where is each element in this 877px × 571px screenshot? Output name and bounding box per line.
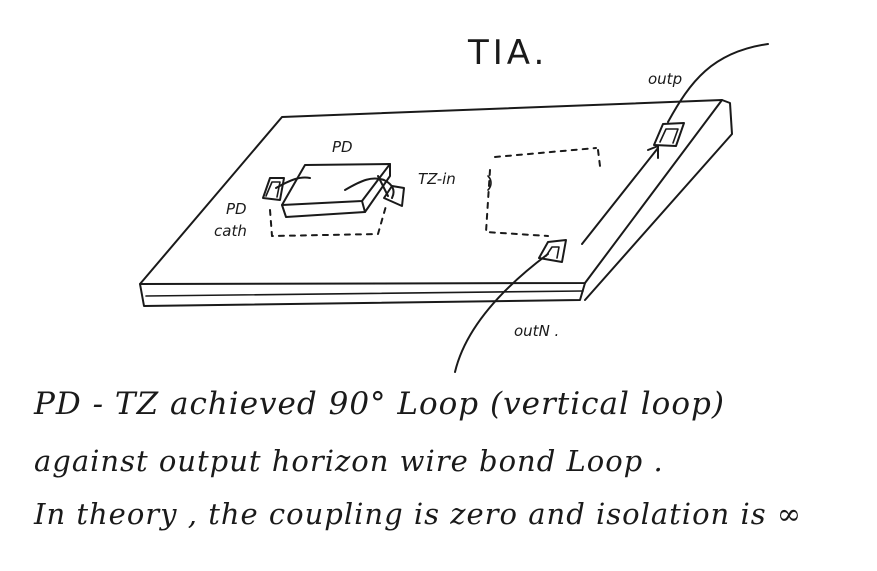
note-line-2: against output horizon wire bond Loop . xyxy=(34,444,664,478)
outn-lead-line xyxy=(455,254,548,372)
outp-pad xyxy=(654,123,684,146)
pd-cath-label: PD cath xyxy=(214,200,251,240)
note-line-3: In theory , the coupling is zero and iso… xyxy=(34,497,802,531)
outp-lead-line xyxy=(668,44,768,122)
pd-dashed-outline xyxy=(270,206,386,236)
pd-label: PD xyxy=(332,138,353,156)
tz-in-label: TZ-in xyxy=(418,170,456,188)
diagram-title: TIA. xyxy=(467,33,548,73)
note-line-1: PD - TZ achieved 90° Loop (vertical loop… xyxy=(34,386,725,422)
outp-label: outp xyxy=(648,70,682,88)
outn-label: outN . xyxy=(514,322,559,340)
pd-chip xyxy=(282,164,390,217)
tia-dashed-outline xyxy=(486,148,600,236)
